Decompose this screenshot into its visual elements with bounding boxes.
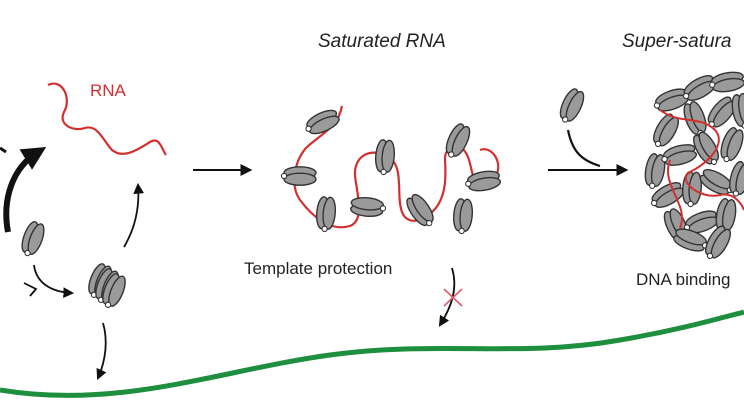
sat-protein-1 (301, 106, 343, 139)
large-curved-arrow (3, 146, 47, 233)
sat-protein-9 (463, 168, 503, 194)
arrow-down-to-dna (96, 322, 107, 380)
sat-protein-8 (441, 120, 474, 162)
sat-protein-4 (349, 195, 388, 219)
incoming-curved-arrow (566, 129, 601, 168)
sat-protein-7 (451, 197, 475, 236)
super-saturated-cluster (642, 69, 744, 264)
arrow-foot-mark (23, 282, 38, 297)
protein-single-left (17, 219, 48, 260)
sat-protein-2 (280, 166, 317, 186)
sat-protein-5 (373, 138, 397, 177)
rna-label: RNA (90, 81, 127, 100)
dna-binding-label: DNA binding (636, 270, 731, 289)
template-protection-label: Template protection (244, 259, 392, 278)
arrow-up-to-rna (123, 182, 145, 248)
saturated-rna-title: Saturated RNA (318, 31, 446, 52)
super-saturated-title: Super-satura (622, 31, 732, 52)
block-cross-mark (443, 288, 463, 307)
dna-strand (0, 309, 744, 398)
incoming-protein (555, 85, 588, 127)
arrow-to-cluster (33, 264, 75, 298)
free-rna-strand (47, 82, 167, 156)
left-edge-stub (0, 146, 7, 154)
